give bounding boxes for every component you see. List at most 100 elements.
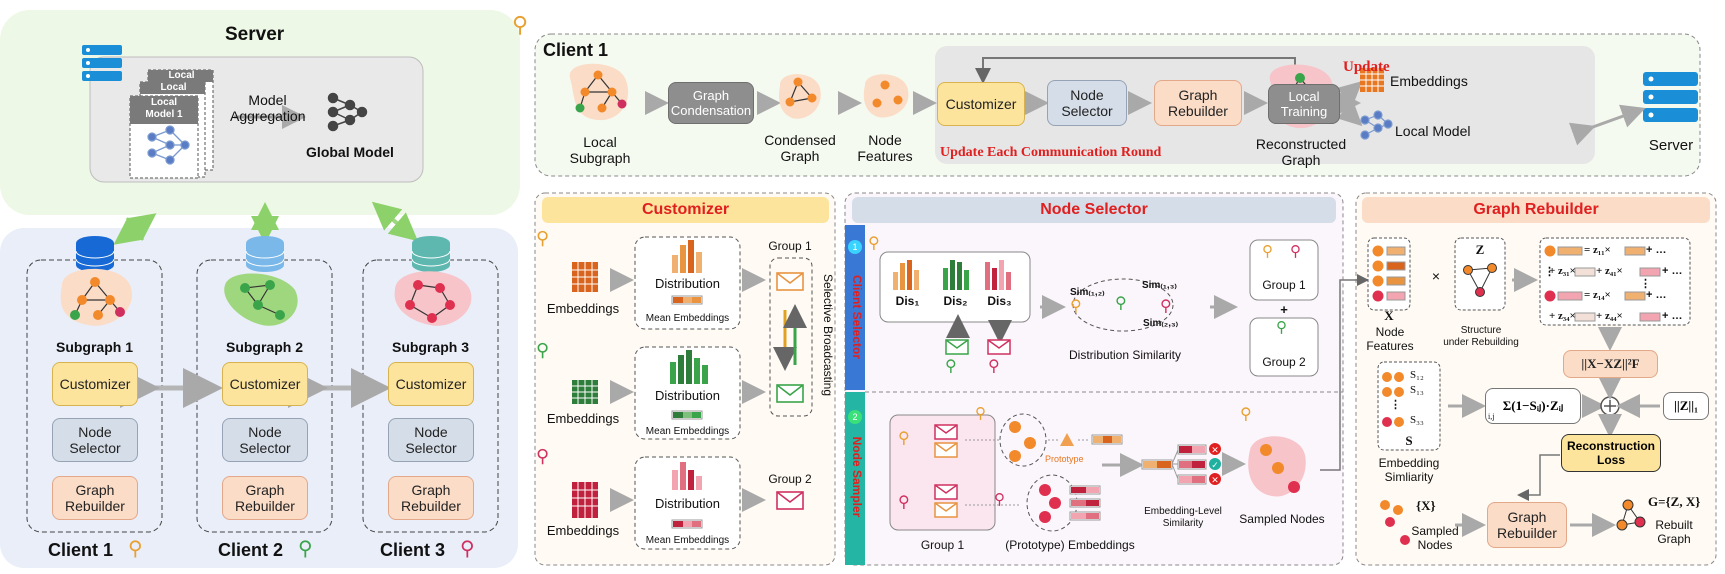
eq-row-3-plus: + …	[1646, 289, 1667, 301]
step1-badge: 1	[848, 240, 862, 254]
node-features-icon	[863, 74, 909, 118]
reconstruction-loss-box: Reconstruction Loss	[1561, 434, 1661, 472]
client-1-label: Client 1	[48, 540, 114, 560]
graph-rebuilder-box-bottom: Graph Rebuilder	[1487, 502, 1567, 548]
eq-rows	[1544, 245, 1661, 322]
envelope-icon-red	[776, 491, 804, 510]
eq-row-2: + z₃₁×	[1549, 265, 1576, 277]
customizer-panel-title: Customizer	[542, 197, 829, 223]
distribution-bars-red	[672, 462, 702, 490]
selective-broadcasting-label: Selective Broadcasting	[821, 273, 835, 397]
local-subgraph-label: Local Subgraph	[569, 134, 631, 166]
model-aggregation: Model Aggregation	[230, 92, 306, 124]
sim13-label: Sim₍₁,₃₎	[1142, 280, 1177, 291]
graph-rebuilder-module-2: Graph Rebuilder	[222, 476, 308, 520]
embeddings-grid-icon	[1360, 68, 1384, 92]
condensed-graph-icon	[779, 74, 821, 119]
dis2-bars	[943, 260, 969, 290]
distribution-similarity-label: Distribution Similarity	[1068, 348, 1182, 362]
user-icon-ns1: ⚲	[975, 405, 986, 422]
distribution-label-3: Distribution	[654, 496, 721, 511]
local-tag-1: Local	[168, 70, 195, 81]
server-icon-right	[1643, 72, 1698, 122]
rebuilt-graph	[1616, 499, 1646, 531]
reconstructed-graph-label: Reconstructed Graph	[1255, 136, 1347, 168]
database-icon-3	[411, 236, 451, 272]
node-features-label: Node Features	[857, 132, 913, 164]
x-matrix	[1372, 245, 1406, 302]
mean-embeddings-label-1: Mean Embeddings	[645, 313, 730, 324]
user-icon-orange: ⚲	[128, 538, 143, 560]
user-icon-c2: ⚲	[536, 340, 550, 360]
graph-condensation-box: Graph Condensation	[668, 82, 754, 124]
embedding-grid-green	[572, 380, 598, 404]
eq-row-4: + z₃₄×	[1549, 310, 1576, 322]
user-icon-ns2: ⚲	[898, 430, 910, 447]
subgraph-3	[394, 271, 472, 326]
s12-label: S₁₂	[1410, 369, 1424, 381]
distribution-label-2: Distribution	[654, 388, 721, 403]
user-icon-s3: ⚲	[988, 358, 1000, 375]
user-icon-g2: ⚲	[1276, 319, 1287, 336]
pipeline-graph-rebuilder-box: Graph Rebuilder	[1154, 80, 1242, 126]
client-2-label: Client 2	[218, 540, 284, 560]
distribution-bars-green	[670, 350, 708, 384]
user-icon-sim1: ⚲	[1070, 298, 1082, 315]
z-label: Z	[1475, 242, 1485, 257]
node-features-rebuilder: Node Features	[1366, 325, 1414, 353]
group1-selector: Group 1	[1262, 278, 1306, 292]
sim12-label: Sim₍₁,₂₎	[1070, 287, 1105, 298]
client-selector-label: Client Selector	[850, 274, 864, 360]
subgraph-1	[60, 268, 132, 326]
user-icon-s1: ⚲	[868, 235, 880, 252]
user-icon-ns3: ⚲	[898, 494, 910, 511]
embedding-level-similarity-label: Embedding-Level Similarity	[1144, 506, 1222, 529]
user-icon-red: ⚲	[460, 538, 475, 560]
eq-row-1-plus: + …	[1646, 244, 1667, 256]
client-user-icon: ⚲	[512, 12, 529, 37]
distribution-bars-orange	[672, 240, 702, 273]
user-icon-sim2: ⚲	[1115, 295, 1127, 312]
sim23-label: Sim₍₂,₃₎	[1143, 318, 1179, 329]
eq-row-2-plus: + …	[1662, 265, 1683, 277]
local-training-box: Local Training	[1268, 84, 1340, 124]
reconstruction-norm-box: ||X−XZ||²F	[1563, 350, 1658, 378]
embeddings-label-1: Embeddings	[546, 301, 620, 316]
embeddings-label: Embeddings	[1390, 73, 1468, 89]
set-x-label: {X}	[1416, 498, 1436, 513]
group1-label: Group 1	[768, 239, 812, 253]
eq-row-4b: + z₄₄×	[1596, 310, 1623, 322]
client-3-label: Client 3	[380, 540, 446, 560]
s-vdots: ⋮	[1390, 399, 1401, 411]
graph-rebuilder-module-1: Graph Rebuilder	[52, 476, 138, 520]
eq-row-2b: + z₄₁×	[1596, 265, 1623, 277]
eq-row-4-plus: + …	[1662, 310, 1683, 322]
subgraph-2-label: Subgraph 2	[225, 339, 303, 355]
eq-row-1: = z₁₁×	[1584, 244, 1611, 256]
x-label: X	[1384, 308, 1394, 323]
rebuilt-graph-label: Rebuilt Graph	[1655, 518, 1693, 546]
times-sign: ×	[1431, 268, 1441, 284]
subgraph-3-label: Subgraph 3	[391, 339, 469, 355]
envelope-icon-green	[776, 384, 804, 403]
database-icon-1	[75, 236, 115, 272]
l1-norm-box: ||Z||₁	[1663, 392, 1709, 420]
group1-sampler: Group 1	[920, 538, 965, 552]
global-model-nn	[327, 92, 368, 132]
server-title: Server	[225, 24, 285, 45]
local-model-nn	[147, 125, 190, 165]
dis3-bars	[985, 260, 1011, 290]
local-tag-2: Local	[160, 82, 187, 93]
sum-term: Σ(1−Sᵢⱼ)·Zᵢⱼ	[1502, 398, 1564, 413]
sum-index: i,j	[1488, 412, 1495, 421]
server-icon	[82, 45, 122, 81]
pipeline-title: Client 1	[543, 40, 609, 60]
user-icon-sim3: ⚲	[1160, 298, 1172, 315]
mean-embeddings-label-3: Mean Embeddings	[645, 535, 730, 546]
svg-text:✕: ✕	[1211, 475, 1219, 485]
database-icon-2	[245, 236, 285, 272]
s33-label: S₃₃	[1410, 414, 1424, 426]
group2-selector: Group 2	[1262, 355, 1306, 369]
group2-label: Group 2	[768, 472, 812, 486]
